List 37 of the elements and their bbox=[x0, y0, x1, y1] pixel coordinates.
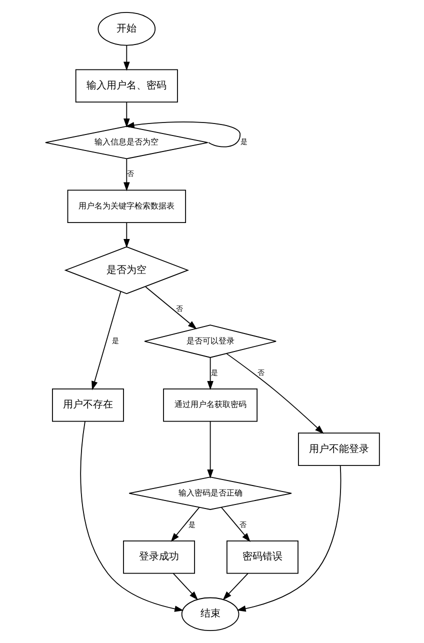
arrow bbox=[222, 572, 248, 600]
edge-label: 是 bbox=[240, 137, 248, 146]
node-box: 密码错误 bbox=[226, 540, 298, 574]
arrow bbox=[220, 506, 250, 542]
arrow bbox=[123, 222, 130, 248]
node-box: 登录成功 bbox=[122, 540, 195, 574]
arrow bbox=[80, 420, 184, 612]
node-box: 用户不存在 bbox=[52, 388, 124, 422]
arrow bbox=[124, 122, 240, 148]
node-box: 用户名为关键字检索数据表 bbox=[66, 190, 186, 223]
node-box: 用户不能登录 bbox=[298, 432, 380, 466]
arrow bbox=[206, 357, 213, 390]
arrow bbox=[172, 572, 198, 600]
node-diamond: 是否可以登录 bbox=[144, 324, 276, 358]
arrow bbox=[123, 102, 130, 128]
edge-label: 否 bbox=[257, 368, 264, 377]
node-box: 通过用户名获取密码 bbox=[162, 388, 258, 422]
edge-label: 否 bbox=[126, 169, 134, 178]
edge-label: 否 bbox=[175, 304, 182, 314]
node-diamond: 输入密码是否正确 bbox=[128, 476, 292, 510]
arrow bbox=[226, 353, 324, 434]
arrow bbox=[206, 421, 213, 478]
node-ellipse: 开始 bbox=[97, 12, 156, 46]
arrow bbox=[123, 158, 130, 192]
edge-label: 是 bbox=[188, 520, 195, 529]
edge-label: 否 bbox=[239, 520, 246, 529]
node-box: 输入用户名、密码 bbox=[74, 69, 178, 102]
node-ellipse: 结束 bbox=[180, 597, 239, 632]
arrow bbox=[123, 44, 130, 71]
edge-label: 是 bbox=[210, 368, 218, 377]
arrow bbox=[170, 506, 200, 542]
edge-label: 是 bbox=[111, 336, 118, 345]
arrow bbox=[144, 286, 196, 330]
node-diamond: 输入信息是否为空 bbox=[44, 126, 208, 160]
arrow bbox=[236, 465, 341, 612]
node-diamond: 是否为空 bbox=[64, 246, 189, 294]
arrow bbox=[91, 291, 121, 390]
